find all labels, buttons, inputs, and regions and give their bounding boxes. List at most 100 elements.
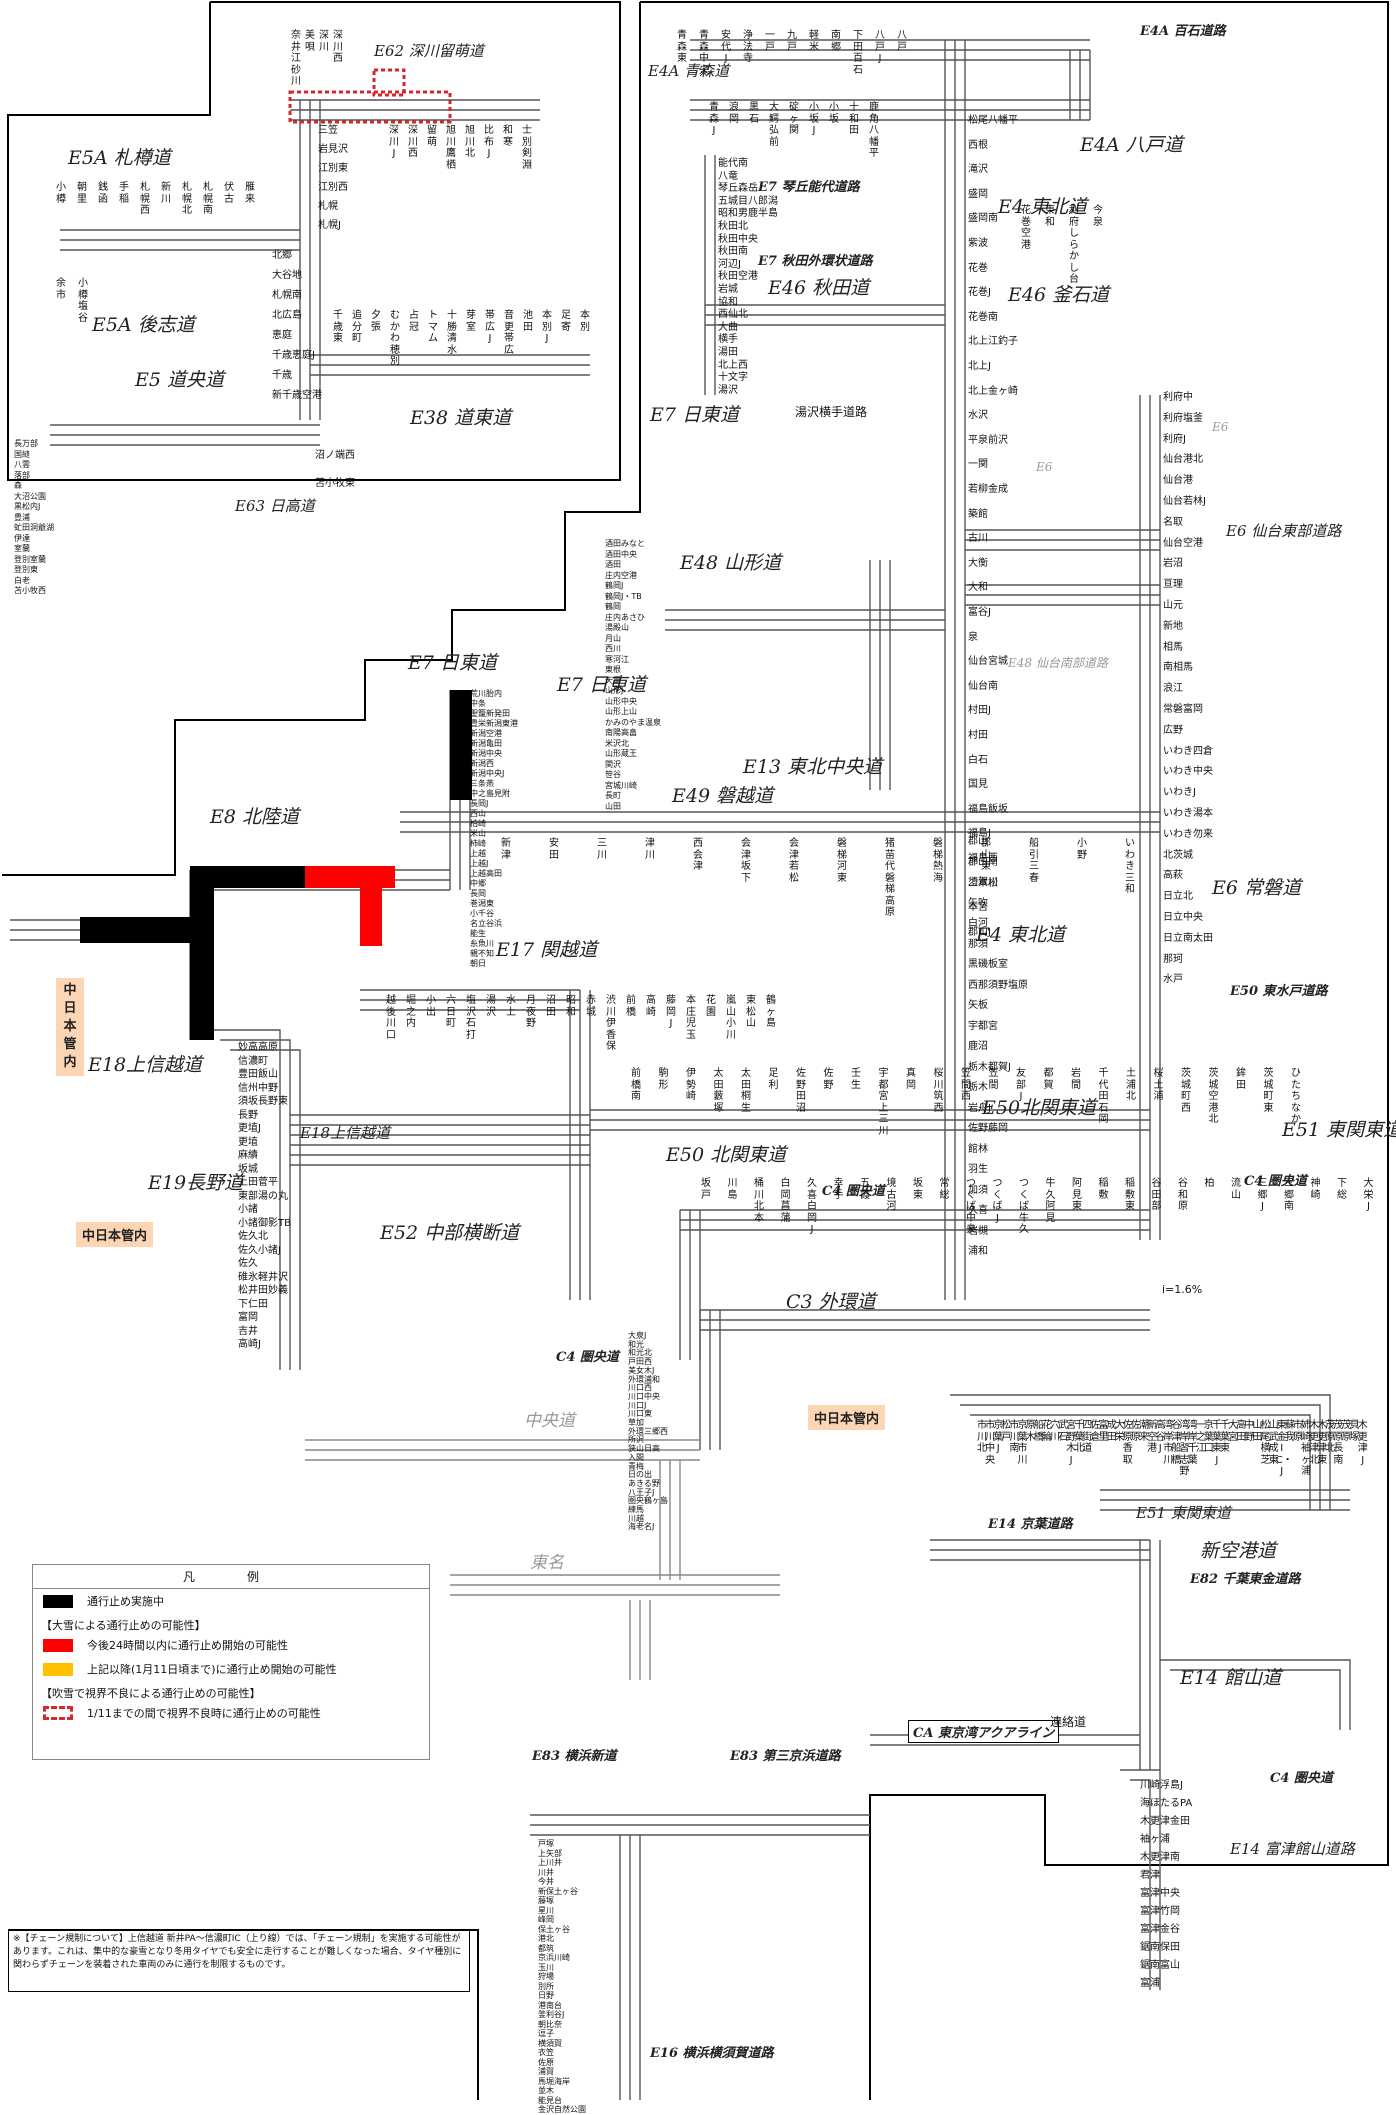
station-label: 都賀: [1043, 1068, 1054, 1091]
station-label: 佐原: [538, 2057, 554, 2067]
station-label: 青森東: [677, 30, 687, 64]
station-label: 川口西: [628, 1383, 652, 1393]
station-label: 三川: [597, 838, 607, 861]
segment-closed-joetsu: [190, 870, 214, 1040]
legend-risk24-row: 今後24時間以内に通行止め開始の可能性: [33, 1633, 429, 1657]
station-label: 山田: [1252, 1420, 1263, 1443]
station-label: 市原: [1292, 1420, 1303, 1443]
station-label: 渋川伊香保: [606, 995, 616, 1052]
station-label: 大衡: [968, 557, 988, 569]
route-label-e8: E8 北陸道: [210, 806, 299, 828]
station-label: 一之江: [1195, 1420, 1206, 1454]
station-label: 芽室: [466, 310, 476, 333]
station-label: 鶴岡J: [605, 581, 624, 590]
station-label: 十和田: [849, 102, 859, 136]
route-label-e7-kotooka: E7 琴丘能代道路: [758, 180, 860, 195]
station-label: 富浦: [1140, 1978, 1160, 1989]
station-label: 西根: [968, 139, 988, 151]
station-label: 稲敷: [1098, 1178, 1109, 1201]
station-label: 岩城: [718, 284, 738, 295]
station-label: 新保土ヶ谷: [538, 1886, 578, 1896]
station-label: 鹿沼: [968, 1041, 988, 1052]
station-label: 久喜白岡J: [807, 1178, 817, 1235]
station-label: 江別東: [318, 163, 348, 174]
station-label: 名立谷浜: [470, 919, 502, 928]
station-label: 岩間: [1071, 1068, 1081, 1091]
station-label: 下仁田: [238, 1298, 268, 1310]
station-label: 長町: [605, 791, 621, 800]
station-label: 美女木J: [628, 1365, 655, 1375]
station-label: 中野: [1244, 1420, 1255, 1443]
station-label: 河辺J: [718, 258, 741, 270]
station-label: 松尾八幡平: [968, 115, 1018, 126]
station-label: 昭和男鹿半島: [718, 208, 778, 220]
station-label: 富津金谷: [1140, 1924, 1180, 1935]
station-label: 山元: [1163, 600, 1183, 611]
station-label: 貝塚: [1349, 1420, 1360, 1443]
route-label-e51: E51 東関東道: [1282, 1119, 1396, 1141]
station-label: 栃木都賀J: [968, 1061, 1011, 1073]
station-label: 前橋: [626, 995, 636, 1018]
station-label: 安田: [549, 838, 559, 861]
station-label: 松戸: [1001, 1420, 1012, 1443]
station-label: 荒川胎内: [470, 689, 502, 698]
station-label: 圏央鶴ヶ島: [628, 1496, 668, 1506]
station-label: 越後川口: [386, 995, 396, 1041]
station-label: 長岡J: [470, 799, 489, 808]
station-label: 成田: [1106, 1420, 1117, 1443]
station-label: 親不知: [470, 949, 494, 958]
station-label: 西会津: [693, 838, 703, 872]
segment-closed-kashiwazaki: [190, 866, 305, 888]
station-label: 長岡: [470, 889, 486, 898]
station-label: 常磐富岡: [1163, 704, 1203, 715]
station-label: 相馬: [1163, 641, 1183, 653]
legend-risklater-swatch: [43, 1662, 73, 1676]
station-label: 柿崎: [470, 839, 486, 848]
station-label: 川口中央: [628, 1391, 660, 1401]
station-label: 北上J: [968, 361, 991, 372]
station-label: 浪江: [1163, 683, 1183, 695]
route-label-e63: E63 日高道: [235, 497, 315, 515]
station-label: 花巻空港: [1021, 205, 1031, 251]
route-label-e7-nitto-2: E7 日東道: [408, 652, 497, 674]
station-label: 京葉J: [993, 1420, 1004, 1454]
station-label: 佐久: [238, 1258, 258, 1269]
station-label: 白岡菖蒲: [780, 1178, 791, 1224]
station-label: 東部湯の丸: [238, 1190, 288, 1202]
station-label: 保土ヶ谷: [538, 1924, 570, 1934]
station-label: 日立中央: [1163, 912, 1203, 923]
station-label: 鹿角八幡平: [869, 102, 879, 159]
station-label: 旭川鷹栖: [446, 125, 456, 171]
station-label: 中之島見附: [470, 789, 510, 798]
route-label-e7-nitto-3: E7 日東道: [557, 674, 646, 696]
station-label: 湯殿山: [605, 623, 629, 632]
station-label: 金沢自然公園: [538, 2105, 586, 2114]
route-label-e46-akita: E46 秋田道: [768, 277, 870, 299]
station-label: 仙台港: [1163, 475, 1193, 487]
station-label: 八王子J: [628, 1487, 655, 1497]
station-label: 阿見東: [1072, 1178, 1082, 1212]
station-label: 東根: [605, 665, 621, 674]
station-label: 三郷南: [1284, 1178, 1294, 1212]
route-label-e83-daisan: E83 第三京浜道路: [730, 1749, 841, 1764]
station-label: 須坂長野東: [238, 1096, 288, 1107]
route-label-c4-d: C4 圏央道: [1270, 1771, 1333, 1786]
station-label: 高崎: [646, 995, 656, 1018]
station-label: 太田桐生: [741, 1068, 751, 1114]
station-label: 岩槻: [968, 1225, 988, 1237]
station-label: 湯沢: [486, 995, 496, 1018]
station-label: 谷田部: [1151, 1178, 1162, 1212]
station-label: 湯田: [718, 347, 738, 358]
station-label: 穴川: [1049, 1420, 1060, 1443]
route-label-chuo: 中央道: [524, 1411, 575, 1431]
route-label-e5: E5 道央道: [135, 369, 224, 391]
station-label: 松井田妙義: [238, 1285, 288, 1296]
station-label: 国縫: [14, 449, 30, 459]
station-label: 今泉: [1093, 205, 1103, 228]
station-label: 上越J: [470, 859, 489, 868]
route-label-e38: E38 道東道: [410, 407, 512, 429]
station-label: 横須賀: [538, 2038, 562, 2048]
station-label: 茂原長南: [1333, 1420, 1344, 1466]
station-label: 朝日: [470, 959, 486, 968]
station-label: 伊達: [14, 533, 30, 543]
